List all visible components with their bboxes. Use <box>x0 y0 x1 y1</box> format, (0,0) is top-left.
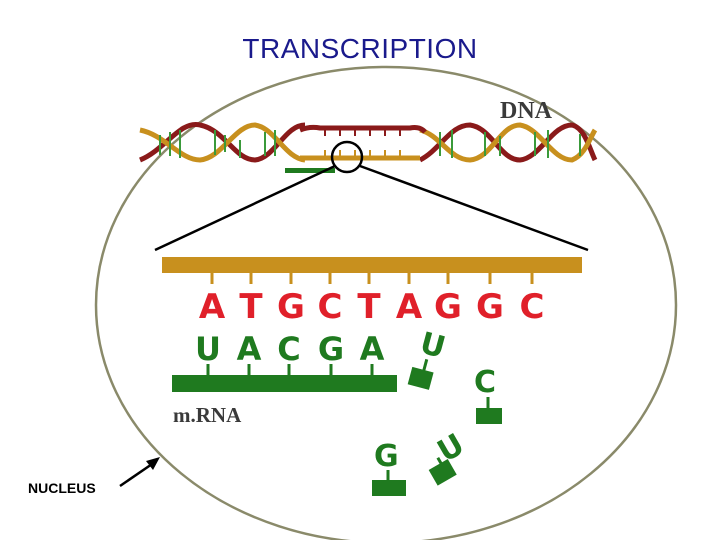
zoom-line-right <box>359 164 589 252</box>
dna-base-3: C <box>318 287 343 327</box>
dna-base-2: G <box>277 287 305 327</box>
dna-base-1: T <box>239 287 263 327</box>
dna-base-0: A <box>199 287 226 327</box>
free-nucleotide-u2: U <box>428 427 471 486</box>
free-nucleotide-g-letter: G <box>374 439 399 474</box>
dna-base-7: G <box>476 287 504 327</box>
rna-base-4: A <box>360 330 385 368</box>
nucleus-outline <box>94 65 678 540</box>
rna-base-0: U <box>195 330 221 368</box>
rna-strand-ticks <box>206 364 374 376</box>
zoom-line-left <box>154 164 336 252</box>
nucleus-label: NUCLEUS <box>28 480 96 496</box>
free-nucleotide-g: G <box>372 439 406 496</box>
dna-strand-ticks <box>210 273 534 284</box>
dna-base-6: G <box>434 287 462 327</box>
free-nucleotide-u1: U <box>407 326 449 390</box>
nucleus-arrow-head <box>146 457 160 470</box>
dna-base-8: C <box>520 287 545 327</box>
page-title: TRANSCRIPTION <box>242 33 478 64</box>
dna-label: DNA <box>500 98 553 124</box>
free-nucleotide-u1-letter: U <box>416 326 449 366</box>
nucleus-arrow <box>119 460 156 488</box>
dna-base-4: T <box>357 287 381 327</box>
dna-base-5: A <box>396 287 423 327</box>
mrna-backbone <box>172 375 397 392</box>
dna-template-strand <box>162 257 582 273</box>
free-nucleotide-c: C <box>474 365 502 424</box>
rna-base-2: C <box>277 330 300 368</box>
rna-base-1: A <box>237 330 262 368</box>
zoom-circle <box>330 140 364 174</box>
rna-base-3: G <box>318 330 344 368</box>
free-nucleotide-c-letter: C <box>474 365 496 400</box>
dna-helix <box>138 122 598 174</box>
free-nucleotide-u2-letter: U <box>432 427 471 469</box>
mrna-label: m.RNA <box>173 403 242 427</box>
